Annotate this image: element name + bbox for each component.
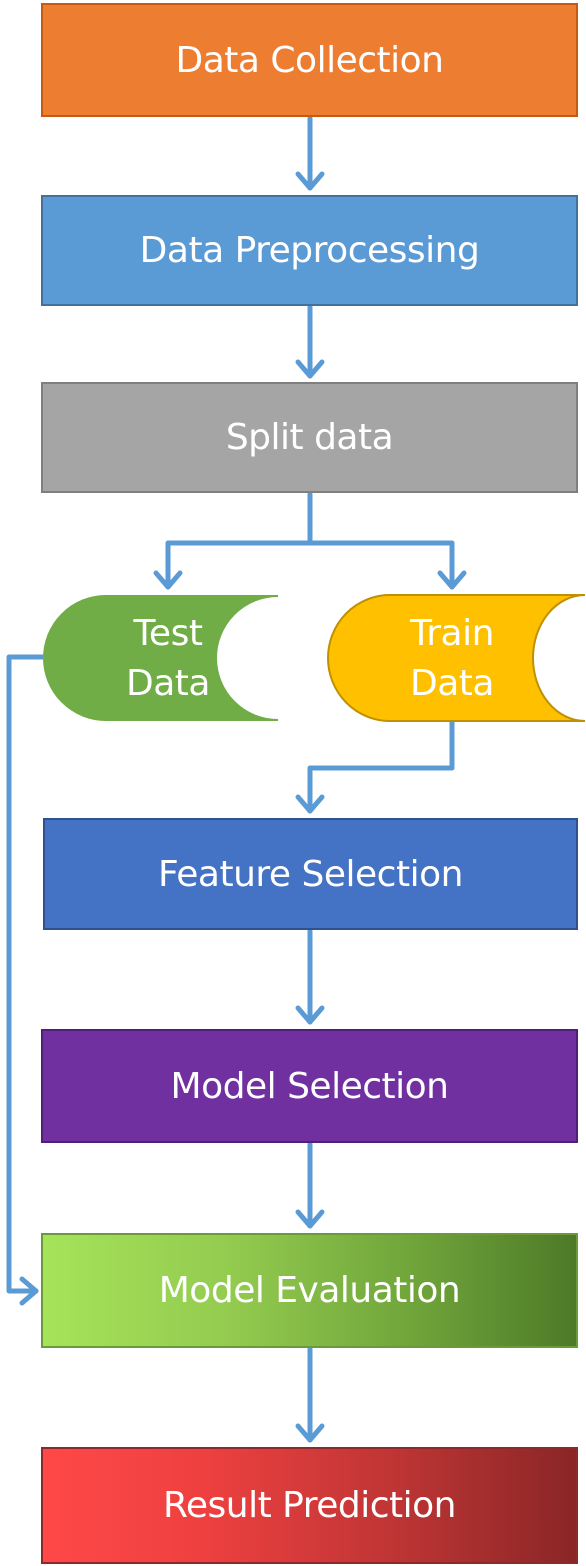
model-evaluation-label: Model Evaluation <box>158 1270 461 1311</box>
model-selection-label: Model Selection <box>170 1065 449 1107</box>
result-prediction-step: Result Prediction <box>41 1447 578 1564</box>
split-data-step: Split data <box>41 382 578 493</box>
arrow-split-branch <box>165 491 313 590</box>
train-data-cylinder <box>327 594 586 722</box>
data-collection-label: Data Collection <box>175 39 444 81</box>
data-preprocessing-step: Data Preprocessing <box>41 195 578 306</box>
model-evaluation-step: Model Evaluation <box>41 1233 578 1348</box>
model-selection-step: Model Selection <box>41 1029 578 1143</box>
train-data-label-line2: Data <box>410 663 494 704</box>
test-data-label: Test Data <box>98 609 238 709</box>
test-data-label-line2: Data <box>126 663 210 704</box>
arrow-test-to-evaluation <box>6 654 47 1294</box>
data-preprocessing-label: Data Preprocessing <box>139 230 480 271</box>
train-data-label: Train Data <box>382 609 522 709</box>
train-data-label-line1: Train <box>410 613 494 654</box>
test-data-cylinder <box>43 595 279 721</box>
arrow-train-to-feature <box>307 718 455 814</box>
feature-selection-label: Feature Selection <box>158 853 463 895</box>
test-data-label-line1: Test <box>133 613 203 654</box>
result-prediction-label: Result Prediction <box>162 1485 457 1526</box>
feature-selection-step: Feature Selection <box>43 818 578 930</box>
data-collection-step: Data Collection <box>41 3 578 117</box>
split-data-label: Split data <box>225 417 394 458</box>
